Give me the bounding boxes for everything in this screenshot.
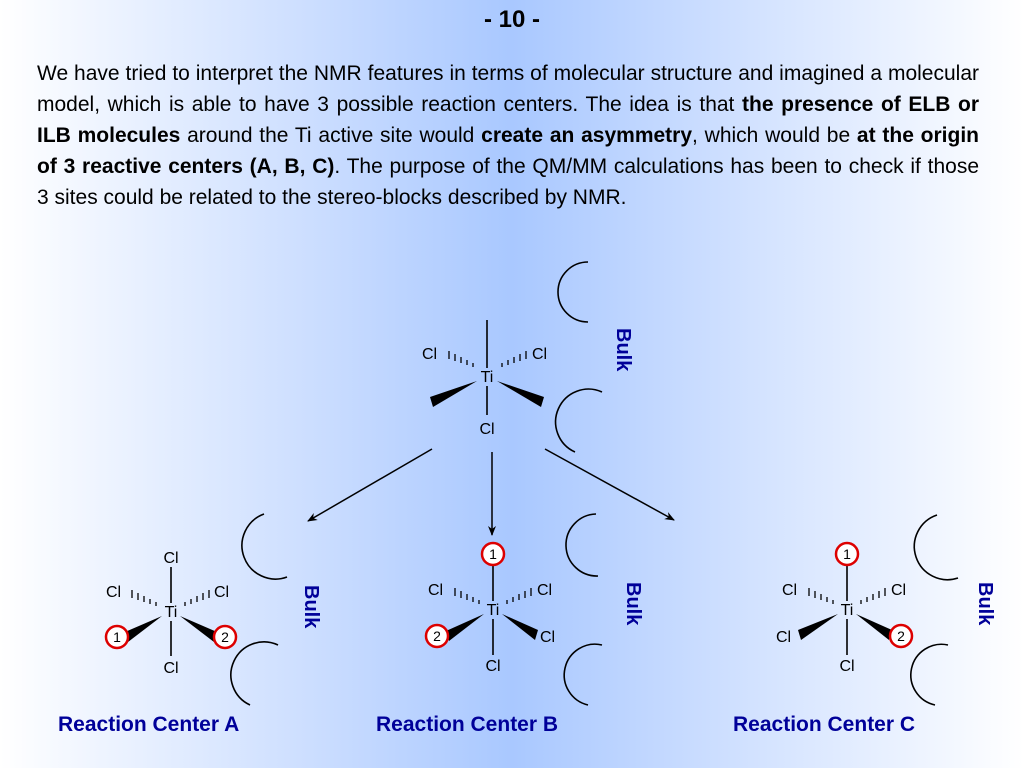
bulk-arc-upper: [565, 513, 599, 577]
cl-label: Cl: [540, 629, 555, 646]
reaction-center-b-molecule: Ti Cl Cl Cl Cl 1 2 Bulk: [424, 513, 644, 706]
site-2-label: 2: [221, 629, 229, 645]
bulk-arc-upper: [241, 513, 288, 580]
wedge-bond-left: [798, 614, 838, 640]
paragraph-bold-reactive-centers: at the origin of 3 reactive centers (A, …: [37, 124, 979, 178]
wedge-bond-right: [180, 616, 217, 642]
cl-label: Cl: [485, 658, 500, 675]
cl-label: Cl: [163, 660, 178, 677]
slide-number: - 10 -: [483, 6, 540, 33]
reaction-center-c-molecule: Ti Cl Cl Cl Cl 1 2 Bulk: [776, 514, 996, 706]
site-1-label: 1: [843, 546, 851, 562]
ti-label: Ti: [165, 604, 178, 621]
site-1-marker: [104, 624, 130, 650]
wedge-bond-left: [446, 614, 484, 641]
cl-label: Cl: [891, 582, 906, 599]
cl-label: Cl: [839, 658, 854, 675]
hash-bond-left: [448, 351, 474, 367]
hash-bond-right: [860, 588, 886, 604]
caption-reaction-center-a: Reaction Center A: [58, 713, 240, 736]
bulk-label: Bulk: [974, 582, 996, 626]
paragraph-text-2: around the Ti active site would: [180, 124, 482, 147]
site-1-marker: [480, 541, 506, 567]
caption-reaction-center-b: Reaction Center B: [376, 713, 559, 736]
hash-bond-left: [131, 590, 157, 606]
wedge-bond-left: [430, 381, 477, 407]
cl-label: Cl: [422, 346, 437, 363]
bulk-arc-lower: [230, 641, 279, 706]
hash-bond-left: [454, 588, 480, 604]
site-2-marker: [888, 623, 914, 649]
cl-label: Cl: [537, 582, 552, 599]
wedge-bond-right: [502, 614, 538, 640]
paragraph-text-4: . The purpose of the QM/MM calculations …: [37, 155, 979, 209]
paragraph-bold-elb-ilb: the presence of ELB or ILB molecules: [37, 93, 979, 147]
paragraph-text-1: We have tried to interpret the NMR featu…: [37, 62, 979, 116]
hash-bond-right: [501, 351, 527, 367]
cl-label: Cl: [214, 584, 229, 601]
ti-label: Ti: [841, 602, 854, 619]
bulk-label: Bulk: [300, 585, 322, 629]
ti-label: Ti: [487, 602, 500, 619]
site-1-label: 1: [489, 546, 497, 562]
site-2-label: 2: [897, 628, 905, 644]
hash-bond-left: [808, 588, 834, 604]
bulk-arc-upper: [557, 261, 589, 323]
ti-label: Ti: [481, 369, 494, 386]
paragraph-bold-asymmetry: create an asymmetry: [481, 124, 693, 147]
bulk-arc-lower: [910, 643, 949, 706]
top-molecule: Ti Cl Cl Cl Bulk: [422, 261, 634, 453]
intro-paragraph: We have tried to interpret the NMR featu…: [37, 58, 979, 213]
site-1-label: 1: [113, 629, 121, 645]
caption-reaction-center-c: Reaction Center C: [733, 713, 916, 736]
cl-label: Cl: [163, 550, 178, 567]
site-2-label: 2: [433, 628, 441, 644]
cl-label: Cl: [106, 584, 121, 601]
site-2-marker: [212, 624, 238, 650]
hash-bond-right: [506, 588, 532, 604]
site-2-marker: [424, 623, 450, 649]
cl-label: Cl: [428, 582, 443, 599]
cl-label: Cl: [532, 346, 547, 363]
bulk-arc-upper: [913, 514, 959, 581]
wedge-bond-left: [125, 616, 162, 642]
bulk-arc-lower: [554, 388, 603, 453]
bulk-label: Bulk: [622, 582, 644, 626]
bulk-arc-lower: [563, 643, 603, 706]
cl-label: Cl: [479, 421, 494, 438]
site-1-marker: [834, 541, 860, 567]
bulk-label: Bulk: [612, 328, 634, 372]
arrow-to-center-a: [307, 448, 433, 522]
cl-label: Cl: [776, 629, 791, 646]
paragraph-text-3: , which would be: [692, 124, 857, 147]
cl-label: Cl: [782, 582, 797, 599]
wedge-bond-right: [856, 614, 892, 640]
wedge-bond-right: [497, 381, 544, 407]
reaction-center-a-molecule: Ti Cl Cl Cl Cl 1 2 Bulk: [104, 513, 322, 706]
hash-bond-right: [184, 590, 210, 606]
arrow-to-center-c: [544, 448, 675, 521]
